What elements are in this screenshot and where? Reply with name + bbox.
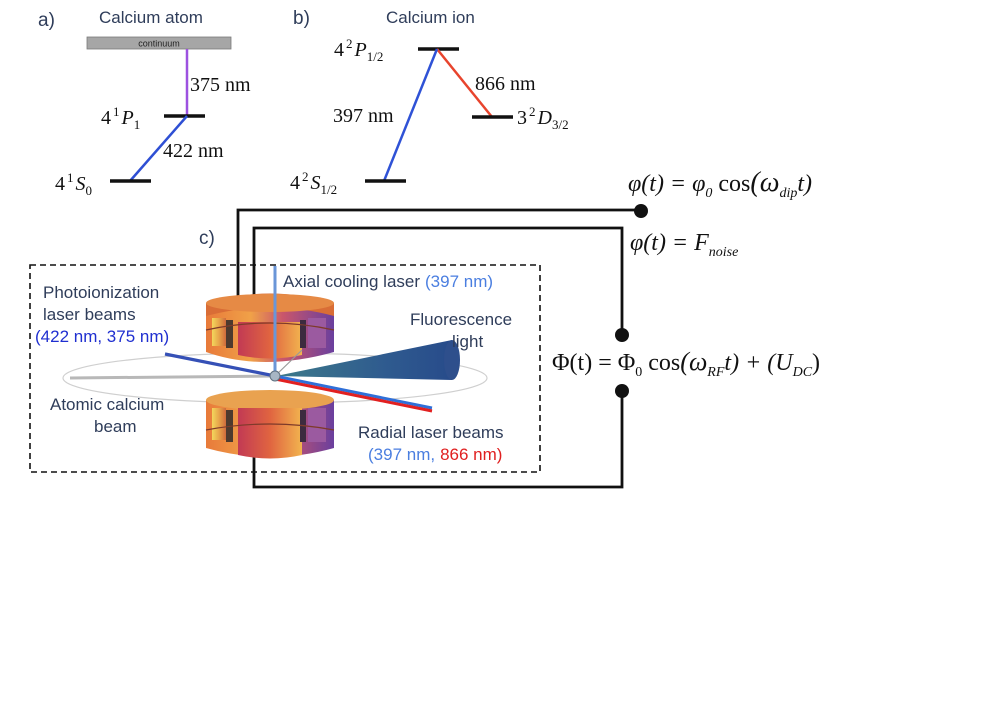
panel-c-tag: c): [199, 228, 215, 249]
transition-866nm: [436, 48, 493, 118]
photoionization-label-line2: laser beams: [43, 305, 136, 324]
noise-terminal: [615, 328, 629, 342]
ion-marker-line: [274, 349, 303, 377]
atomic-beam: [69, 374, 276, 380]
fluorescence-cone-aperture: [444, 340, 460, 380]
photoionization-laser: [164, 352, 276, 378]
noise-equation: φ(t) = Fnoise: [630, 230, 738, 260]
rf-terminal: [615, 384, 629, 398]
panel-a-tag: a): [38, 10, 55, 31]
noise-drive-wire: [252, 226, 624, 335]
transition-397nm-label: 397 nm: [333, 105, 394, 127]
transition-866nm-label: 866 nm: [475, 73, 536, 95]
panel-c: c): [29, 228, 541, 473]
transition-422nm: [129, 115, 188, 182]
photoionization-wavelengths: (422 nm, 375 nm): [35, 327, 169, 346]
photoionization-label-line1: Photoionization: [43, 283, 159, 302]
radial-lasers-wavelengths: (397 nm,866 nm): [368, 445, 502, 464]
rf-equation: Φ(t) = Φ0 cos(ωRFt) + (UDC): [552, 347, 820, 380]
panel-a-title: Calcium atom: [99, 8, 203, 27]
panel-b-title: Calcium ion: [386, 8, 475, 27]
fluorescence-label-line1: Fluorescence: [410, 310, 512, 329]
dipole-drive-wire: [236, 208, 641, 335]
trap-setup-frame: [29, 264, 541, 473]
continuum-label: continuum: [138, 39, 180, 49]
fluorescence-label-line2: light: [452, 332, 483, 351]
atomic-beam-label-line2: beam: [94, 417, 137, 436]
continuum-band: [86, 36, 232, 50]
panel-b-tag: b): [293, 8, 310, 29]
transition-397nm: [382, 48, 439, 182]
dipole-equation: φ(t) = φ0 cos(ωdipt): [628, 167, 812, 201]
radial-laser-866: [274, 377, 433, 413]
transition-375nm-label: 375 nm: [190, 74, 251, 96]
radial-lasers-label: Radial laser beams: [358, 423, 504, 442]
radial-laser-397: [274, 374, 433, 410]
axial-laser-label: Axial cooling laser(397 nm): [283, 272, 493, 291]
atomic-beam-label-line1: Atomic calcium: [50, 395, 164, 414]
trapped-ion: [269, 370, 281, 382]
transition-422nm-label: 422 nm: [163, 140, 224, 162]
fluorescence-cone: [276, 340, 457, 380]
upper-electrode: [205, 293, 335, 362]
dipole-terminal: [634, 204, 648, 218]
lower-electrode: [205, 390, 335, 459]
